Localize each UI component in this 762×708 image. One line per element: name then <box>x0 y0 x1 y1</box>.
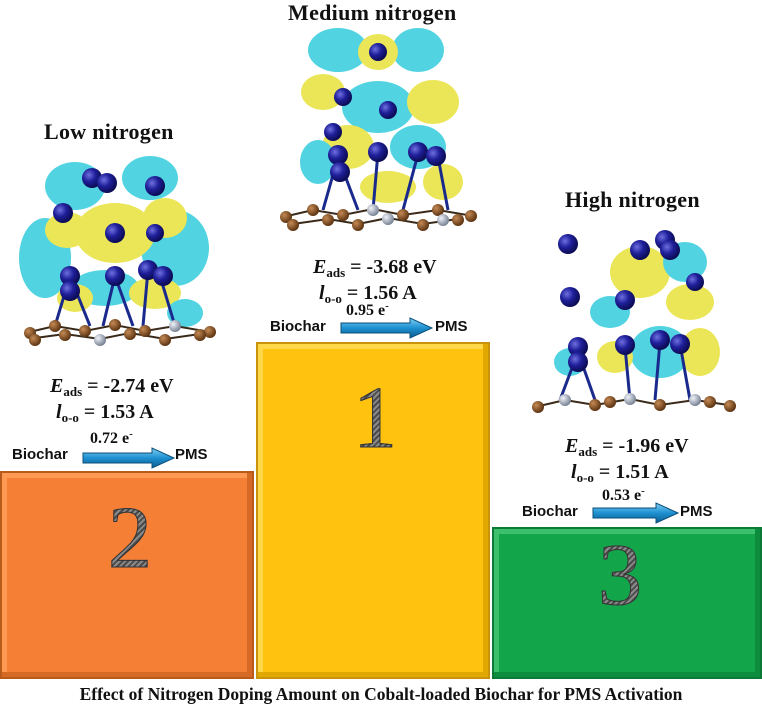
high-nitrogen-eads-label: Eads = -1.96 eV <box>565 434 689 464</box>
low-nitrogen-loo-label: lo-o = 1.53 A <box>56 400 154 430</box>
eads-value: = -2.74 eV <box>82 375 174 397</box>
loo-subscript: o-o <box>576 470 594 485</box>
podium-bar-low-nitrogen <box>0 471 254 679</box>
loo-value: = 1.51 A <box>593 461 669 483</box>
eads-value: = -3.68 eV <box>345 256 437 278</box>
rank-2-text: 2 <box>108 490 153 587</box>
eads-subscript: ads <box>578 444 598 459</box>
loo-subscript: o-o <box>324 291 342 306</box>
donor-label: Biochar <box>12 446 68 463</box>
title-low-nitrogen: Low nitrogen <box>44 119 174 144</box>
charge-value: 0.72 e <box>90 430 130 447</box>
acceptor-label: PMS <box>680 503 713 520</box>
electron-transfer-medium: Biochar 0.95 e- PMS <box>270 300 510 342</box>
high-nitrogen-structure-image <box>532 230 736 413</box>
loo-symbol: l <box>571 461 577 483</box>
eads-subscript: ads <box>326 265 346 280</box>
podium-bar-high-nitrogen <box>492 527 762 679</box>
charge-label: 0.95 e- <box>346 300 389 320</box>
low-nitrogen-structure-image <box>19 156 216 346</box>
transfer-arrow-icon <box>340 317 434 339</box>
charge-sign: - <box>385 300 389 312</box>
donor-label: Biochar <box>522 503 578 520</box>
eads-subscript: ads <box>63 384 83 399</box>
medium-nitrogen-eads-label: Eads = -3.68 eV <box>313 255 437 285</box>
rank-number-low-nitrogen: 2 <box>100 490 160 587</box>
eads-value: = -1.96 eV <box>597 435 689 457</box>
medium-nitrogen-loo-label: lo-o = 1.56 A <box>319 281 417 311</box>
low-nitrogen-eads-label: Eads = -2.74 eV <box>50 374 174 404</box>
charge-value: 0.95 e <box>346 302 386 319</box>
transfer-arrow-icon <box>592 502 680 524</box>
eads-symbol: E <box>50 375 64 397</box>
rank-3-text: 3 <box>598 527 643 624</box>
eads-symbol: E <box>565 435 579 457</box>
medium-nitrogen-structure-image <box>280 28 477 231</box>
charge-label: 0.72 e- <box>90 428 133 448</box>
loo-value: = 1.56 A <box>341 282 417 304</box>
rank-number-high-nitrogen: 3 <box>590 527 650 624</box>
acceptor-label: PMS <box>435 318 468 335</box>
acceptor-label: PMS <box>175 446 208 463</box>
rank-1-text: 1 <box>353 370 398 467</box>
title-medium-nitrogen: Medium nitrogen <box>288 0 457 25</box>
podium-bar-medium-nitrogen <box>256 342 490 679</box>
loo-symbol: l <box>319 282 325 304</box>
charge-label: 0.53 e- <box>602 485 645 505</box>
figure-caption: Effect of Nitrogen Doping Amount on Coba… <box>79 684 683 704</box>
electron-transfer-high: Biochar 0.53 e- PMS <box>522 485 762 527</box>
rank-number-medium-nitrogen: 1 <box>345 370 405 467</box>
charge-sign: - <box>129 428 133 440</box>
loo-symbol: l <box>56 401 62 423</box>
donor-label: Biochar <box>270 318 326 335</box>
charge-value: 0.53 e <box>602 487 642 504</box>
loo-subscript: o-o <box>61 410 79 425</box>
eads-symbol: E <box>313 256 327 278</box>
title-high-nitrogen: High nitrogen <box>565 187 700 212</box>
loo-value: = 1.53 A <box>78 401 154 423</box>
electron-transfer-low: Biochar 0.72 e- PMS <box>12 428 252 470</box>
transfer-arrow-icon <box>82 447 176 469</box>
charge-sign: - <box>641 485 645 497</box>
high-nitrogen-loo-label: lo-o = 1.51 A <box>571 460 669 490</box>
